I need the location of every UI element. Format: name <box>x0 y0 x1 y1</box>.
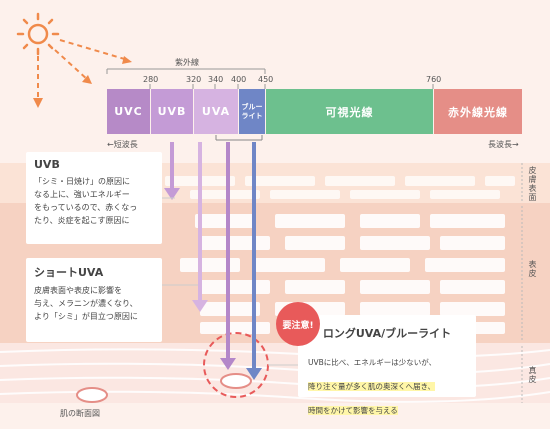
uvb-info-box: UVB 「シミ・日焼け」の原因に なる上に、強いエネルギー をもっているので、赤… <box>26 152 162 244</box>
short-wavelength-label: ←短波長 <box>107 140 138 149</box>
band-uvc: UVC <box>107 89 150 134</box>
long-uva-line-3: 時間をかけて影響を与える <box>308 406 398 415</box>
long-uva-arrow <box>220 142 236 370</box>
tick-320: 320 <box>186 75 202 84</box>
band-uva: UVA <box>194 89 238 134</box>
caution-badge: 要注意! <box>276 302 320 346</box>
short-uva-title: ショートUVA <box>34 266 104 279</box>
uvb-arrow <box>164 142 180 200</box>
cross-section-caption: 肌の断面図 <box>60 409 100 418</box>
collagen-ellipse-center <box>220 373 252 389</box>
uv-range-label: 紫外線 <box>175 58 199 67</box>
tick-400: 400 <box>231 75 247 84</box>
short-uva-description: 皮膚表面や表皮に影響を 与え、メラニンが濃くなり、 より「シミ」が目立つ原因に <box>34 286 138 321</box>
band-infrared: 赤外線光線 <box>434 89 522 134</box>
collagen-ellipse-left <box>76 387 108 403</box>
tick-760: 760 <box>426 75 442 84</box>
blue-light-arrow <box>246 142 262 380</box>
long-uva-title: ロングUVA/ブルーライト <box>322 327 452 340</box>
epidermis-cells <box>180 214 505 334</box>
tick-450: 450 <box>258 75 274 84</box>
uvb-description: 「シミ・日焼け」の原因に なる上に、強いエネルギー をもっているので、赤くなっ … <box>34 177 138 225</box>
long-wavelength-label: 長波長→ <box>488 140 519 149</box>
side-label-epidermis: 表皮 <box>528 260 537 278</box>
sun-ray-arrows <box>37 39 129 100</box>
uv-range-bracket <box>106 68 266 74</box>
long-uva-line-1: UVBに比べ、エネルギーは少ないが、 <box>308 358 437 367</box>
side-label-dermis: 真皮 <box>528 366 537 384</box>
short-uva-arrow <box>192 142 208 312</box>
side-label-surface: 皮膚表面 <box>528 166 537 202</box>
band-blue-light: ブルー ライト <box>239 89 265 134</box>
tick-280: 280 <box>143 75 159 84</box>
band-uvb: UVB <box>151 89 193 134</box>
long-uva-info-box: ロングUVA/ブルーライト UVBに比べ、エネルギーは少ないが、 降り注ぐ量が多… <box>298 315 476 415</box>
short-uva-info-box: ショートUVA 皮膚表面や表皮に影響を 与え、メラニンが濃くなり、 より「シミ」… <box>26 258 162 342</box>
tick-340: 340 <box>208 75 224 84</box>
uvb-title: UVB <box>34 158 60 171</box>
long-uva-line-2: 降り注ぐ量が多く肌の奥深くへ届き、 <box>308 382 435 391</box>
band-visible-light: 可視光線 <box>266 89 433 134</box>
sun-icon <box>16 12 60 56</box>
